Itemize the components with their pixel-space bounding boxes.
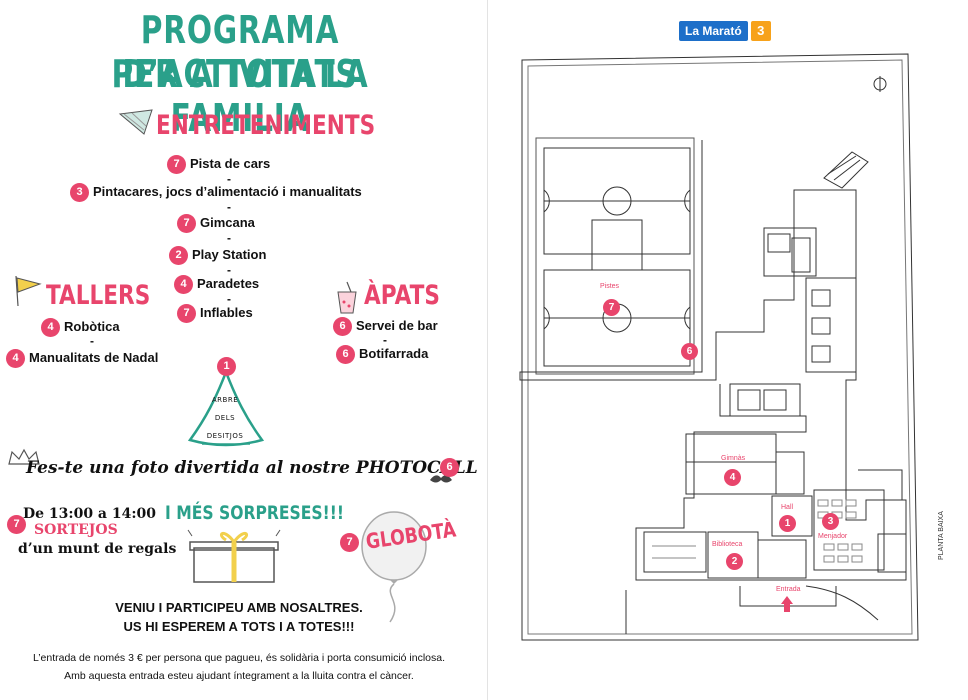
photocall-text: Fes-te una foto divertida al nostre PHOT… bbox=[26, 458, 478, 478]
sortejos-subtitle: d’un munt de regals bbox=[18, 541, 177, 557]
separator: - bbox=[90, 334, 94, 348]
room-badge-hall: 1 bbox=[779, 515, 796, 532]
balloon-icon bbox=[361, 511, 427, 623]
location-badge: 7 bbox=[7, 515, 26, 534]
tree-label-3: DESITJOS bbox=[206, 432, 244, 440]
pennant-icon bbox=[118, 109, 153, 135]
activities-poster: PROGRAMA D’ACTIVITATS PER A TOTA LA FAMI… bbox=[0, 0, 478, 700]
page-divider bbox=[487, 0, 488, 700]
room-badge-pistes: 7 bbox=[603, 299, 620, 316]
room-label-menjador: Menjador bbox=[818, 533, 848, 540]
room-label-hall: Hall bbox=[781, 504, 794, 511]
separator: - bbox=[227, 292, 231, 306]
room-badge-gimnas: 4 bbox=[724, 469, 741, 486]
location-badge: 7 bbox=[177, 214, 196, 233]
room-label-biblioteca: Biblioteca bbox=[712, 541, 743, 548]
floor-plan-drawing bbox=[519, 53, 919, 641]
room-badge-menjador: 3 bbox=[822, 513, 839, 530]
location-badge: 6 bbox=[333, 317, 352, 336]
sortejos-time: De 13:00 a 14:00 bbox=[23, 506, 157, 522]
floor-plan: La Marató 3 bbox=[506, 0, 968, 700]
location-badge: 7 bbox=[167, 155, 186, 174]
location-badge: 6 bbox=[440, 458, 459, 477]
sortejos-title: SORTEJOS bbox=[34, 522, 118, 538]
room-label-gimnas: Gimnàs bbox=[721, 455, 746, 462]
poster-title-line2: PER A TOTA LA FAMILIA bbox=[111, 52, 369, 140]
separator: - bbox=[227, 172, 231, 186]
entrance-arrow-icon bbox=[781, 596, 793, 612]
location-badge: 7 bbox=[340, 533, 359, 552]
cta-line1: VENIU I PARTICIPEU AMB NOSALTRES. bbox=[115, 600, 363, 615]
poster-title-line1: PROGRAMA D’ACTIVITATS bbox=[122, 8, 358, 96]
tree-label-1: ARBRE bbox=[211, 396, 239, 404]
location-badge: 6 bbox=[336, 345, 355, 364]
location-badge: 3 bbox=[70, 183, 89, 202]
separator: - bbox=[383, 333, 387, 347]
entry-note-line2: Amb aquesta entrada esteu ajudant íntegr… bbox=[64, 670, 414, 682]
separator: - bbox=[227, 263, 231, 277]
entry-note-line1: L’entrada de només 3 € per persona que p… bbox=[32, 652, 446, 664]
plan-label: PLANTA BAIXA bbox=[938, 511, 945, 560]
tallers-heading: TALLERS bbox=[46, 280, 151, 311]
cta-line2: US HI ESPEREM A TOTS I A TOTES!!! bbox=[123, 619, 355, 634]
christmas-tree-icon bbox=[187, 368, 265, 447]
tree-label-2: DELS bbox=[214, 414, 236, 422]
room-badge-outdoor: 6 bbox=[681, 343, 698, 360]
separator: - bbox=[227, 200, 231, 214]
location-badge: 2 bbox=[169, 246, 188, 265]
moustache-icon bbox=[430, 475, 452, 483]
crown-icon bbox=[8, 448, 40, 465]
drink-icon bbox=[337, 281, 357, 314]
entreteniments-heading: ENTRETENIMENTS bbox=[156, 110, 376, 141]
location-badge: 4 bbox=[174, 275, 193, 294]
sorpreses-text: I MÉS SORPRESES!!! bbox=[165, 502, 344, 524]
room-label-pistes: Pistes bbox=[600, 283, 620, 290]
room-badge-biblioteca: 2 bbox=[726, 553, 743, 570]
location-badge: 7 bbox=[177, 304, 196, 323]
location-badge: 1 bbox=[217, 357, 236, 376]
apats-heading: ÀPATS bbox=[364, 280, 440, 311]
separator: - bbox=[227, 231, 231, 245]
location-badge: 4 bbox=[41, 318, 60, 337]
room-label-entrada: Entrada bbox=[776, 586, 801, 593]
flag-icon bbox=[15, 275, 42, 307]
la-marato-logo: La Marató 3 bbox=[679, 20, 771, 42]
location-badge: 4 bbox=[6, 349, 25, 368]
gift-box-icon bbox=[187, 529, 281, 583]
